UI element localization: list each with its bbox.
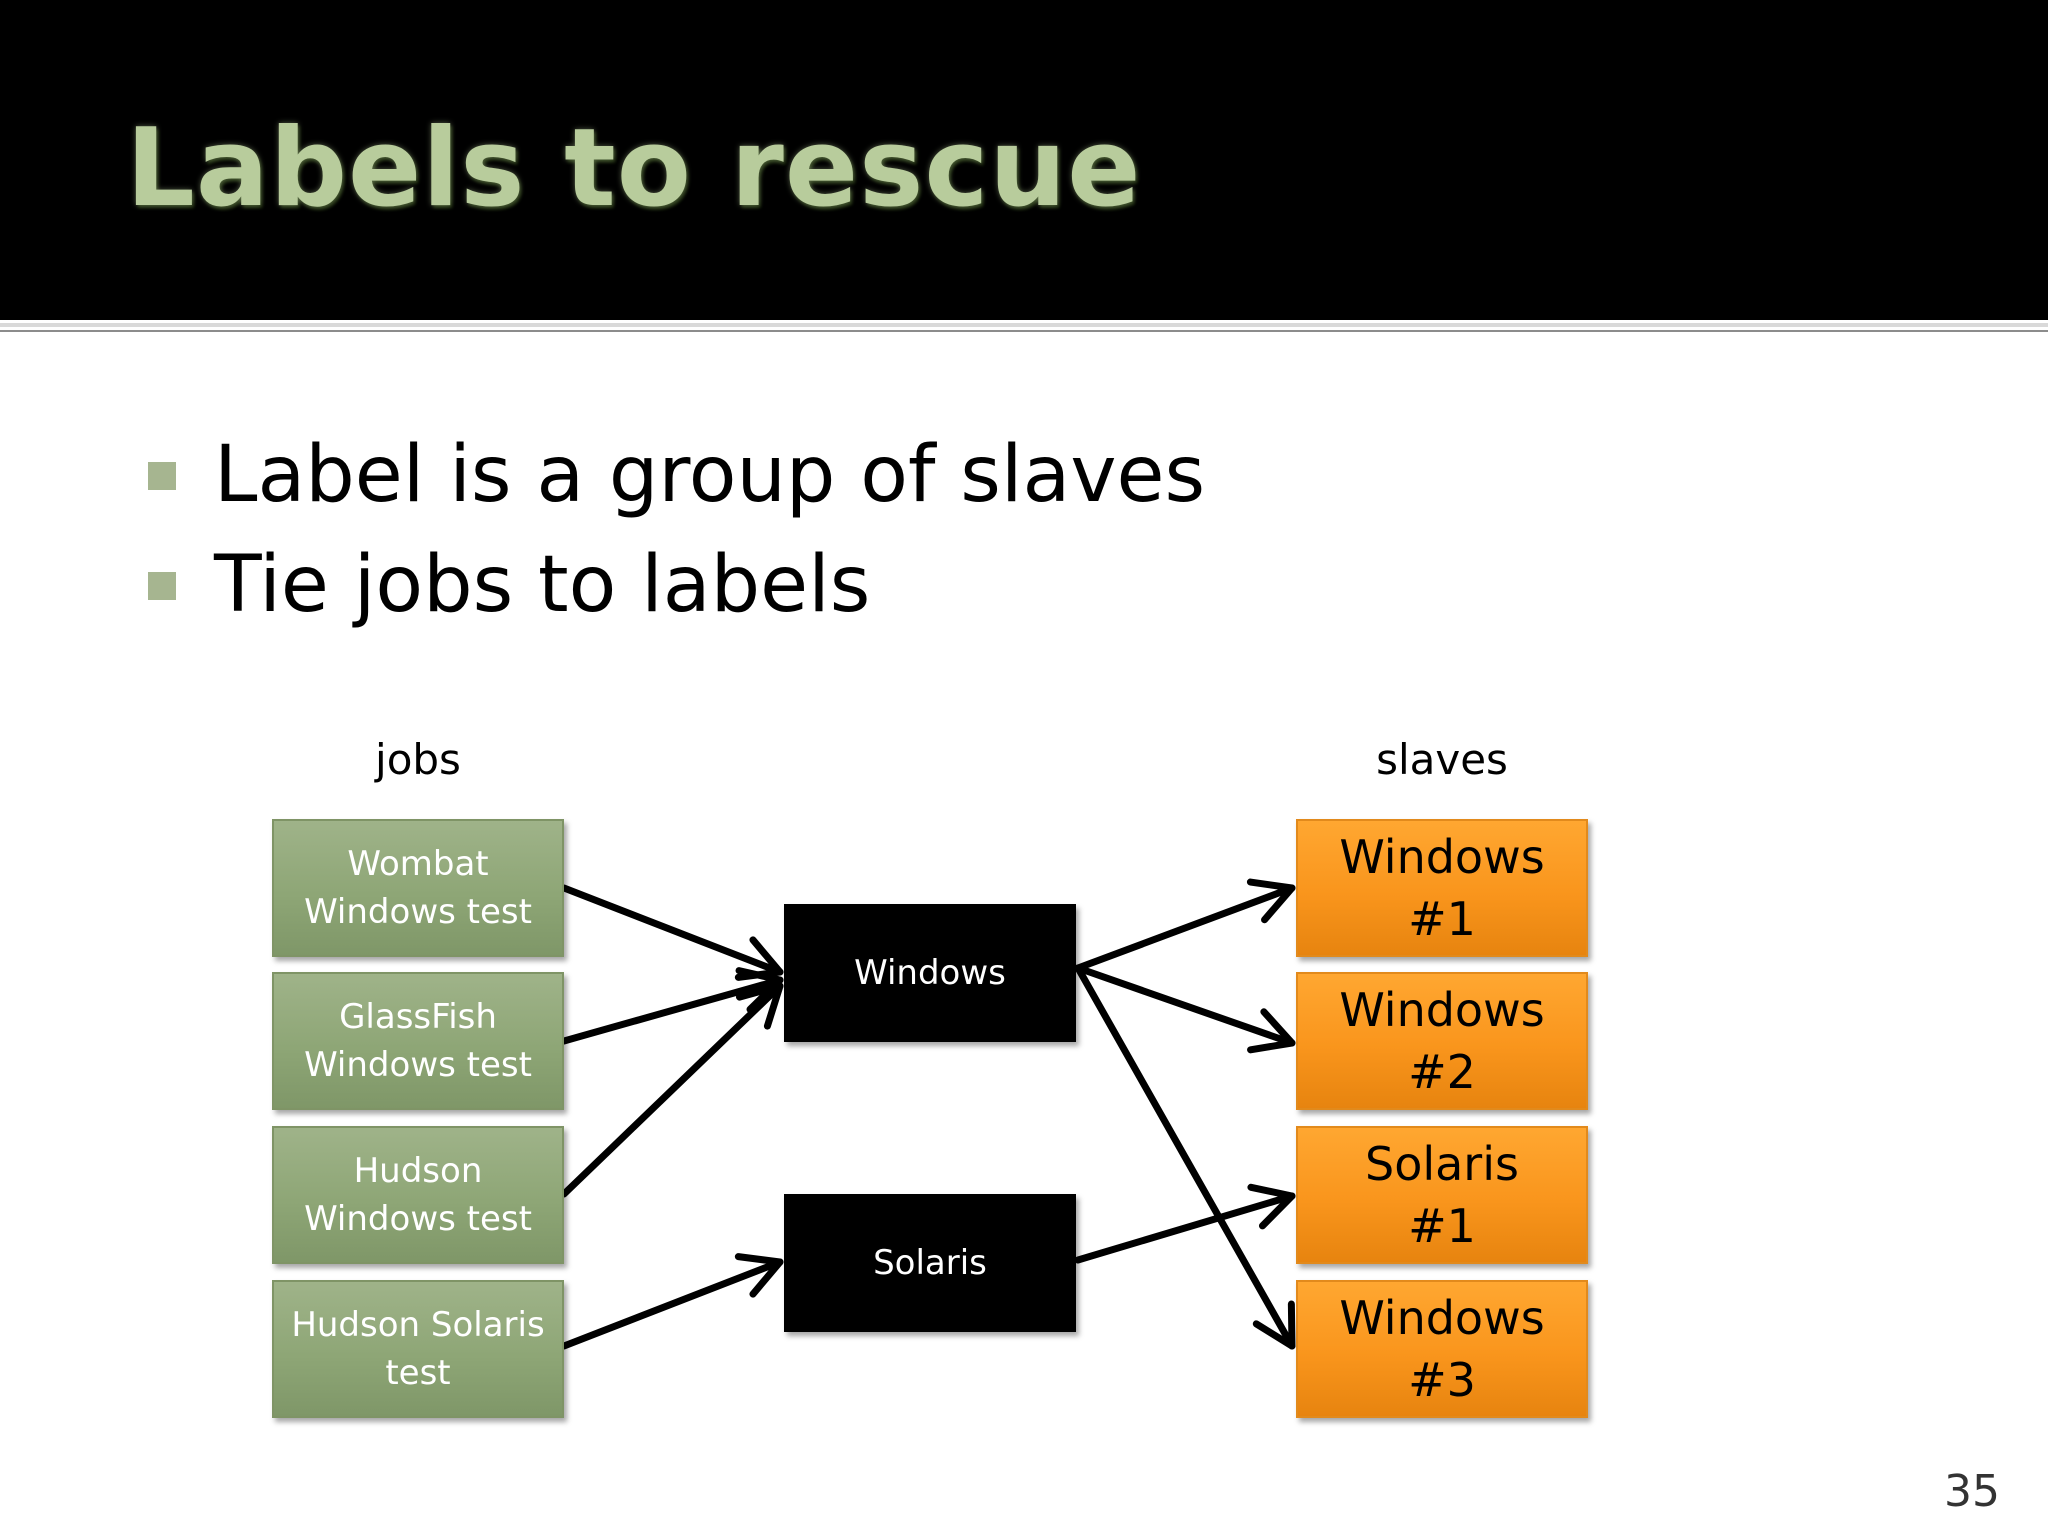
job-box-label: GlassFish Windows test (304, 997, 532, 1085)
slide-title: Labels to rescue (126, 106, 1142, 231)
job-box-label: Wombat Windows test (304, 844, 532, 932)
job-to-label-arrow-line (560, 982, 784, 1198)
job-to-label-arrow-line (560, 1258, 784, 1350)
bullet-text: Tie jobs to labels (214, 540, 871, 630)
jobs-column-label: jobs (375, 735, 461, 784)
slave-box: Solaris #1 (1296, 1126, 1588, 1264)
job-to-label-arrow-arrowhead-icon (735, 982, 784, 1030)
label-to-slave-arrow-arrowhead-icon (1247, 1008, 1296, 1054)
slave-box-label: Solaris #1 (1365, 1137, 1519, 1253)
label-box-label: Windows (854, 953, 1006, 993)
slave-box: Windows #2 (1296, 972, 1588, 1110)
job-box: Hudson Solaris test (272, 1280, 564, 1418)
job-box: GlassFish Windows test (272, 972, 564, 1110)
job-box-label: Hudson Windows test (304, 1151, 532, 1239)
label-to-slave-arrow-line (1074, 964, 1296, 1350)
label-to-slave-arrow-arrowhead-icon (1246, 878, 1296, 924)
job-to-label-arrow-arrowhead-icon (735, 967, 784, 1013)
job-box: Hudson Windows test (272, 1126, 564, 1264)
job-to-label-arrow-line (560, 884, 784, 976)
header-divider (0, 323, 2048, 327)
slave-box: Windows #3 (1296, 1280, 1588, 1418)
bullet-square-icon (148, 462, 176, 490)
label-to-slave-arrow-line (1074, 964, 1296, 1047)
label-box-windows: Windows (784, 904, 1076, 1042)
slave-box-label: Windows #2 (1339, 983, 1545, 1099)
slave-box-label: Windows #3 (1339, 1291, 1545, 1407)
job-to-label-arrow-line (560, 976, 784, 1045)
job-box: Wombat Windows test (272, 819, 564, 957)
job-to-label-arrow-arrowhead-icon (734, 936, 784, 981)
label-box-label: Solaris (873, 1243, 987, 1283)
label-box-solaris: Solaris (784, 1194, 1076, 1332)
slave-box: Windows #1 (1296, 819, 1588, 957)
slaves-column-label: slaves (1376, 735, 1508, 784)
page-number: 35 (1944, 1466, 2000, 1517)
bullet-text: Label is a group of slaves (214, 430, 1206, 520)
title-bar: Labels to rescue (0, 0, 2048, 320)
label-to-slave-arrow-arrowhead-icon (1247, 1183, 1296, 1230)
slave-box-label: Windows #1 (1339, 830, 1545, 946)
label-to-slave-arrow-arrowhead-icon (1252, 1300, 1296, 1350)
label-to-slave-arrow-line (1074, 1192, 1296, 1264)
job-to-label-arrow-arrowhead-icon (734, 1253, 784, 1298)
header-divider-shadow (0, 330, 2048, 332)
job-box-label: Hudson Solaris test (291, 1305, 545, 1393)
label-to-slave-arrow-line (1074, 884, 1296, 972)
bullet-square-icon (148, 572, 176, 600)
